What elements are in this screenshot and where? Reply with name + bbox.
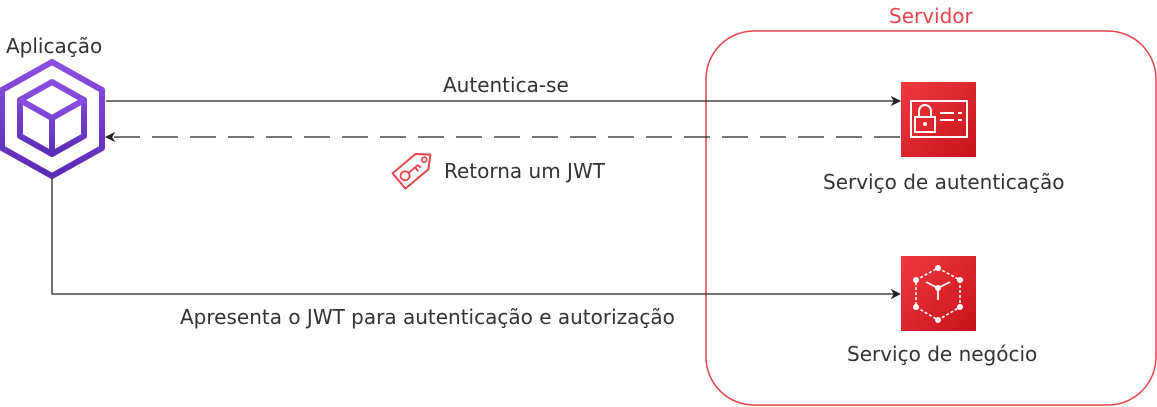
auth-service-label: Serviço de autenticação xyxy=(823,170,1065,194)
present-jwt-label: Apresenta o JWT para autenticação e auto… xyxy=(180,305,675,329)
present-jwt-arrow xyxy=(51,178,902,300)
server-container xyxy=(705,30,1157,406)
key-tag-icon xyxy=(391,152,432,190)
business-service-label: Serviço de negócio xyxy=(847,342,1038,366)
authenticate-label: Autentica-se xyxy=(443,73,569,97)
application-label: Aplicação xyxy=(6,34,103,58)
id-card-icon xyxy=(901,82,976,157)
cube-icon xyxy=(0,59,105,179)
network-cube-icon xyxy=(901,256,976,331)
returns-jwt-label: Retorna um JWT xyxy=(444,159,605,183)
server-label: Servidor xyxy=(889,4,973,28)
